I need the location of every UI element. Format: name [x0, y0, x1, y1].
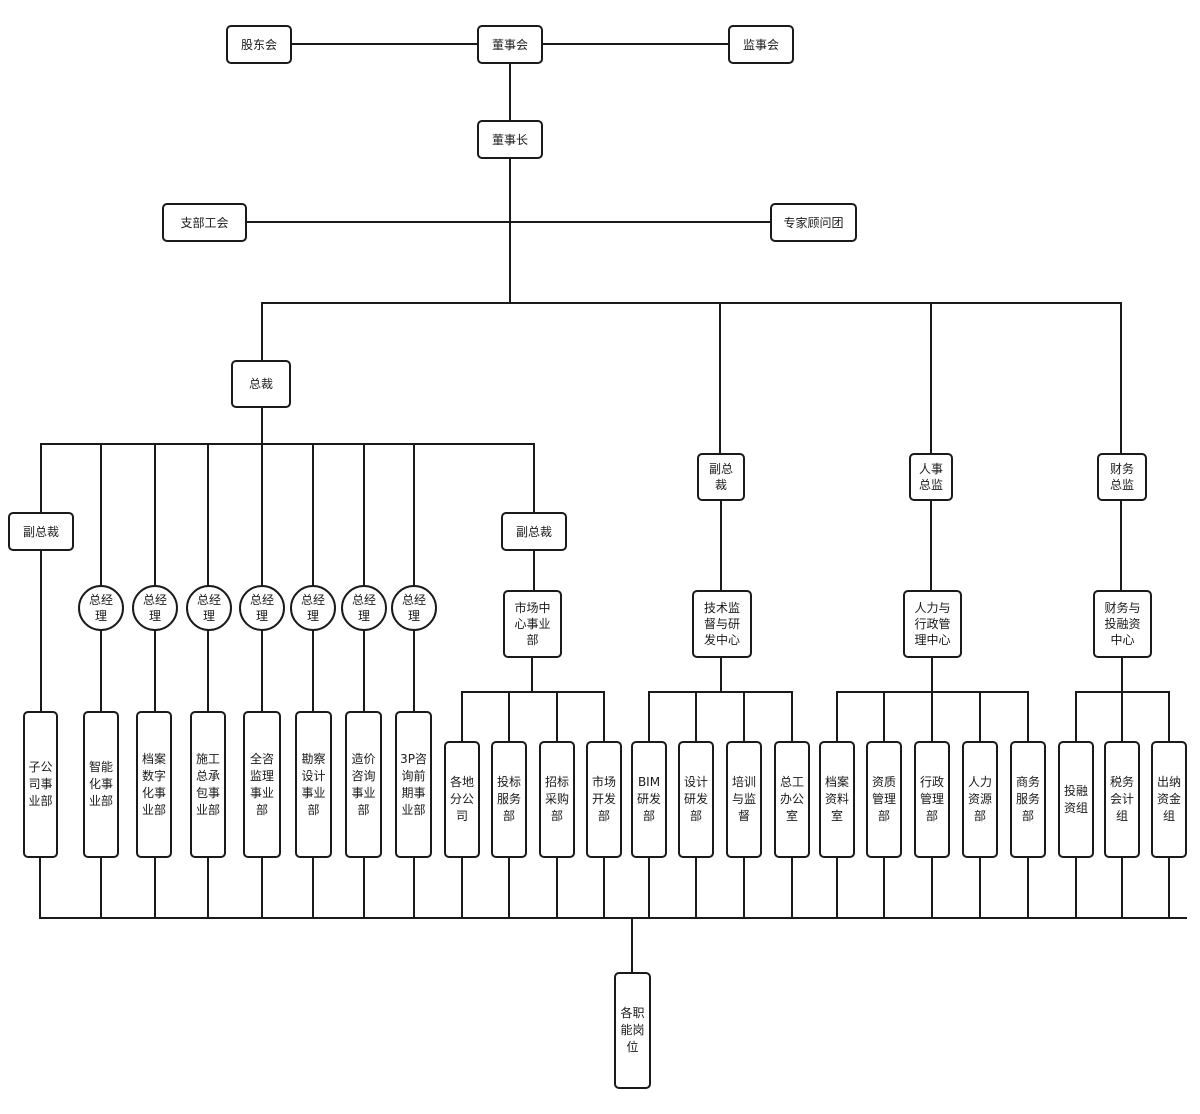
- hr-center-box: 人力与 行政管 理中心: [903, 590, 962, 658]
- dept-tax-box: 税务会计组: [1104, 741, 1140, 858]
- general-manager-circle: 总经 理: [341, 585, 387, 631]
- positions-box: 各职能岗位: [614, 972, 651, 1089]
- general-manager-circle: 总经 理: [78, 585, 124, 631]
- market-center-box: 市场中 心事业 部: [503, 590, 562, 658]
- vp-market-box: 副总裁: [501, 512, 567, 551]
- general-manager-circle: 总经 理: [239, 585, 285, 631]
- dept-archive-room-box: 档案资料室: [819, 741, 855, 858]
- dept-cashier-box: 出纳资金组: [1151, 741, 1187, 858]
- dept-hr-box: 人力资源部: [962, 741, 998, 858]
- general-manager-circle: 总经 理: [391, 585, 437, 631]
- dept-cost-box: 造价咨询事业部: [345, 711, 382, 858]
- dept-survey-box: 勘察设计事业部: [295, 711, 332, 858]
- experts-box: 专家顾问团: [770, 203, 857, 242]
- vp-left-box: 副总裁: [8, 512, 74, 551]
- chairman-box: 董事长: [477, 120, 543, 159]
- fin-director-box: 财务 总监: [1097, 453, 1147, 501]
- dept-bim-box: BIM研发部: [631, 741, 667, 858]
- dept-chief-engineer-box: 总工办公室: [774, 741, 810, 858]
- dept-construction-box: 施工总承包事业部: [190, 711, 226, 858]
- dept-3p-box: 3P咨询前期事业部: [395, 711, 432, 858]
- board-box: 董事会: [477, 25, 543, 64]
- dept-consult-box: 全咨监理事业部: [243, 711, 281, 858]
- dept-archive-digital-box: 档案数字化事业部: [136, 711, 172, 858]
- dept-smart-box: 智能化事业部: [83, 711, 119, 858]
- supervisors-box: 监事会: [728, 25, 794, 64]
- dept-design-rd-box: 设计研发部: [678, 741, 714, 858]
- dept-branch-box: 各地分公司: [444, 741, 480, 858]
- dept-bid-service-box: 投标服务部: [491, 741, 527, 858]
- dept-invest-box: 投融资组: [1058, 741, 1094, 858]
- dept-admin-box: 行政管理部: [914, 741, 950, 858]
- vp-tech-box: 副总 裁: [697, 453, 745, 501]
- general-manager-circle: 总经 理: [186, 585, 232, 631]
- union-box: 支部工会: [162, 203, 247, 242]
- dept-training-box: 培训与监督: [726, 741, 762, 858]
- tech-center-box: 技术监 督与研 发中心: [692, 590, 752, 658]
- shareholders-box: 股东会: [226, 25, 292, 64]
- general-manager-circle: 总经 理: [290, 585, 336, 631]
- dept-business-box: 商务服务部: [1010, 741, 1046, 858]
- dept-quality-box: 资质管理部: [866, 741, 902, 858]
- dept-subsidiary-box: 子公司事业部: [23, 711, 58, 858]
- president-box: 总裁: [231, 360, 291, 408]
- general-manager-circle: 总经 理: [132, 585, 178, 631]
- hr-director-box: 人事 总监: [909, 453, 953, 501]
- dept-market-dev-box: 市场开发部: [586, 741, 622, 858]
- dept-procure-box: 招标采购部: [539, 741, 575, 858]
- fin-center-box: 财务与 投融资 中心: [1093, 590, 1152, 658]
